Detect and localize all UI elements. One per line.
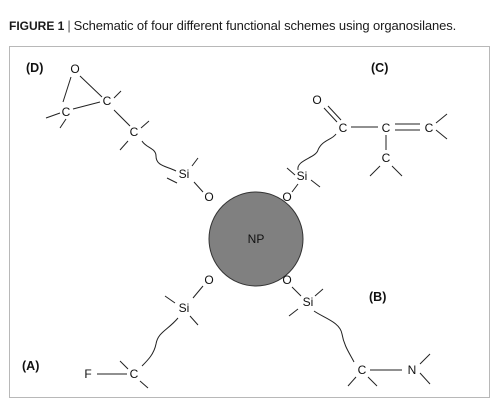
carbon-atom: C xyxy=(358,363,367,377)
branch-a-fluoro: O Si C F xyxy=(84,273,214,389)
branch-c-methacrylate: O Si C O C C C xyxy=(282,93,448,204)
carbon-atom: C xyxy=(130,367,139,381)
fluorine-atom: F xyxy=(84,367,91,381)
oxygen-atom: O xyxy=(70,62,79,76)
carbon-atom: C xyxy=(382,121,391,135)
caption-text: Schematic of four different functional s… xyxy=(73,18,457,33)
panel-label-b: (B) xyxy=(369,290,386,304)
panel-label-a: (A) xyxy=(22,359,39,373)
figure-caption: FIGURE 1|Schematic of four different fun… xyxy=(9,18,491,33)
oxygen-atom: O xyxy=(204,190,213,204)
carbon-atom: C xyxy=(103,94,112,108)
silicon-atom: Si xyxy=(179,167,190,181)
oxygen-atom: O xyxy=(204,273,213,287)
silicon-atom: Si xyxy=(303,295,314,309)
carbon-atom: C xyxy=(339,121,348,135)
figure-label: FIGURE 1 xyxy=(9,19,65,33)
branch-d-epoxy: O Si C C O C xyxy=(45,62,214,204)
carbon-atom: C xyxy=(425,121,434,135)
nanoparticle-circle xyxy=(208,191,304,287)
figure-frame xyxy=(9,46,490,398)
carbon-atom: C xyxy=(62,105,71,119)
nanoparticle-label: NP xyxy=(248,232,265,246)
oxygen-atom: O xyxy=(312,93,321,107)
panel-label-d: (D) xyxy=(26,61,43,75)
silicon-atom: Si xyxy=(179,301,190,315)
caption-separator: | xyxy=(67,18,71,33)
silicon-atom: Si xyxy=(297,169,308,183)
carbon-atom: C xyxy=(130,125,139,139)
oxygen-atom: O xyxy=(282,190,291,204)
panel-label-c: (C) xyxy=(371,61,388,75)
carbon-atom: C xyxy=(382,151,391,165)
nitrogen-atom: N xyxy=(408,363,417,377)
branch-b-amino: O Si C N xyxy=(282,273,431,387)
oxygen-atom: O xyxy=(282,273,291,287)
